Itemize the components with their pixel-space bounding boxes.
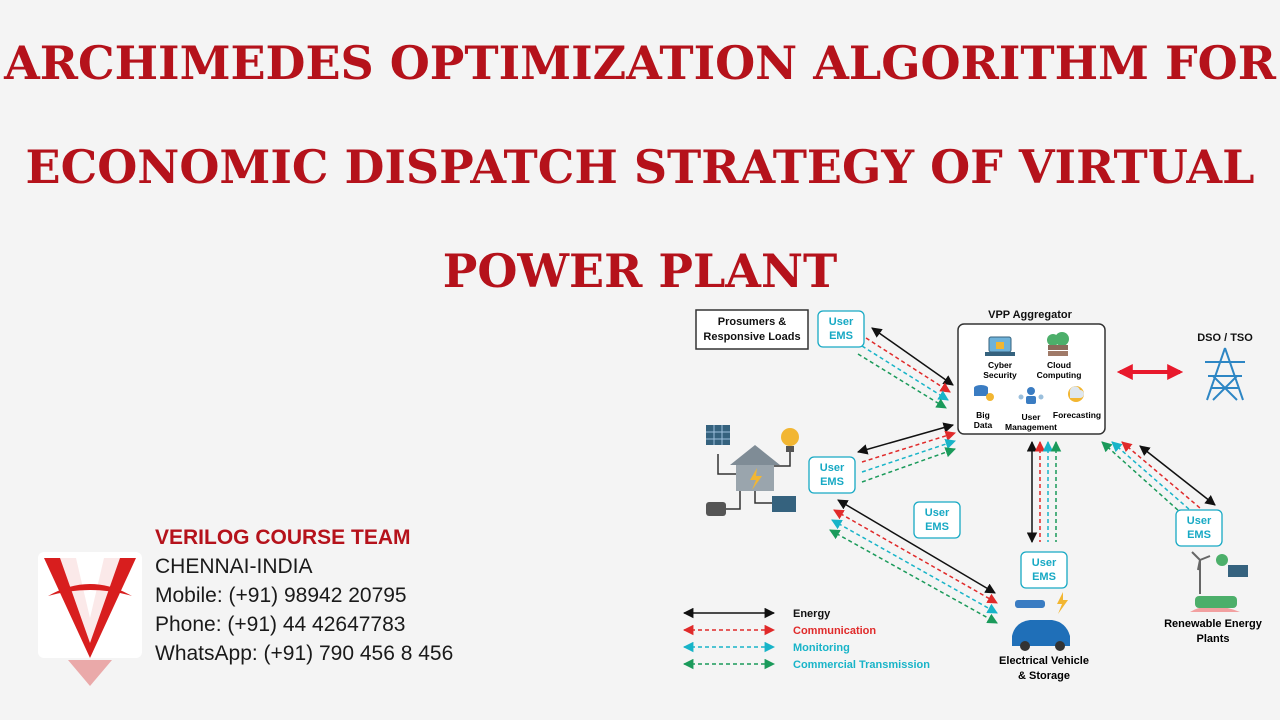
cloud-label-2: Computing — [1037, 370, 1082, 380]
cloud-server-icon — [1047, 332, 1069, 356]
city: CHENNAI-INDIA — [155, 555, 313, 578]
user-ems-home: User EMS — [808, 456, 856, 494]
legend-monitoring-label: Monitoring — [793, 642, 850, 654]
legend-energy-label: Energy — [793, 608, 831, 620]
phone-number: Phone: (+91) 44 42647783 — [155, 613, 406, 636]
ev-label-2: & Storage — [1018, 670, 1070, 682]
legend-communication-label: Communication — [793, 625, 876, 637]
ems-text: User — [1187, 515, 1212, 527]
prosumers-label-2: Responsive Loads — [703, 331, 800, 343]
ems-text: EMS — [925, 521, 949, 533]
ems-text: User — [1032, 557, 1057, 569]
electric-vehicle-icon — [1012, 592, 1070, 651]
ems-text: User — [925, 507, 950, 519]
whatsapp-number: WhatsApp: (+91) 790 456 8 456 — [155, 642, 454, 665]
bigdata-label-2: Data — [974, 420, 993, 430]
database-icon — [974, 385, 994, 401]
title-line-3: POWER PLANT — [442, 244, 838, 298]
forecasting-label: Forecasting — [1053, 410, 1101, 420]
users-icon — [1018, 387, 1044, 404]
ems-text: User — [820, 462, 845, 474]
user-ems-prosumers: User EMS — [817, 310, 865, 348]
cloud-label-1: Cloud — [1047, 360, 1071, 370]
link-vpp-renewable — [1101, 441, 1216, 513]
vpp-aggregator-node: Cyber Security Cloud Computing Big Data … — [957, 323, 1106, 435]
title-line-1: ARCHIMEDES OPTIMIZATION ALGORITHM FOR — [4, 36, 1276, 90]
usermgmt-label-2: Management — [1005, 422, 1057, 432]
renewable-energy-icon — [1190, 551, 1248, 612]
user-ems-renewable: User EMS — [1175, 509, 1223, 547]
cyber-label-1: Cyber — [988, 360, 1013, 370]
ems-text: EMS — [820, 476, 844, 488]
renewable-label-1: Renewable Energy — [1164, 618, 1263, 630]
usermgmt-label-1: User — [1022, 412, 1042, 422]
forecast-icon — [1068, 386, 1084, 402]
legend: Energy Communication Monitoring Commerci… — [682, 607, 930, 671]
bigdata-label-1: Big — [976, 410, 990, 420]
mobile-number: Mobile: (+91) 98942 20795 — [155, 584, 407, 607]
transmission-tower-icon — [1205, 347, 1245, 401]
team-name: VERILOG COURSE TEAM — [155, 526, 411, 549]
verilog-logo — [38, 552, 142, 686]
ems-text: EMS — [829, 330, 853, 342]
ems-text: User — [829, 316, 854, 328]
laptop-lock-icon — [985, 336, 1015, 356]
cyber-label-2: Security — [983, 370, 1017, 380]
renewable-label-2: Plants — [1196, 633, 1229, 645]
dso-label: DSO / TSO — [1197, 332, 1253, 344]
user-ems-middle: User EMS — [913, 501, 961, 539]
title-line-2: ECONOMIC DISPATCH STRATEGY OF VIRTUAL — [25, 140, 1255, 194]
prosumers-label-1: Prosumers & — [718, 316, 787, 328]
link-vpp-ev — [1026, 440, 1062, 544]
link-home-ev — [829, 499, 998, 624]
user-ems-ev: User EMS — [1020, 551, 1068, 589]
prosumers-node: Prosumers & Responsive Loads — [695, 309, 809, 350]
vpp-title: VPP Aggregator — [988, 309, 1072, 321]
link-prosumers-vpp — [857, 327, 954, 409]
link-home-vpp — [856, 422, 957, 483]
ev-label-1: Electrical Vehicle — [999, 655, 1089, 667]
smart-home-icon — [706, 425, 799, 516]
ems-text: EMS — [1187, 529, 1211, 541]
ems-text: EMS — [1032, 571, 1056, 583]
legend-commercial-label: Commercial Transmission — [793, 659, 930, 671]
